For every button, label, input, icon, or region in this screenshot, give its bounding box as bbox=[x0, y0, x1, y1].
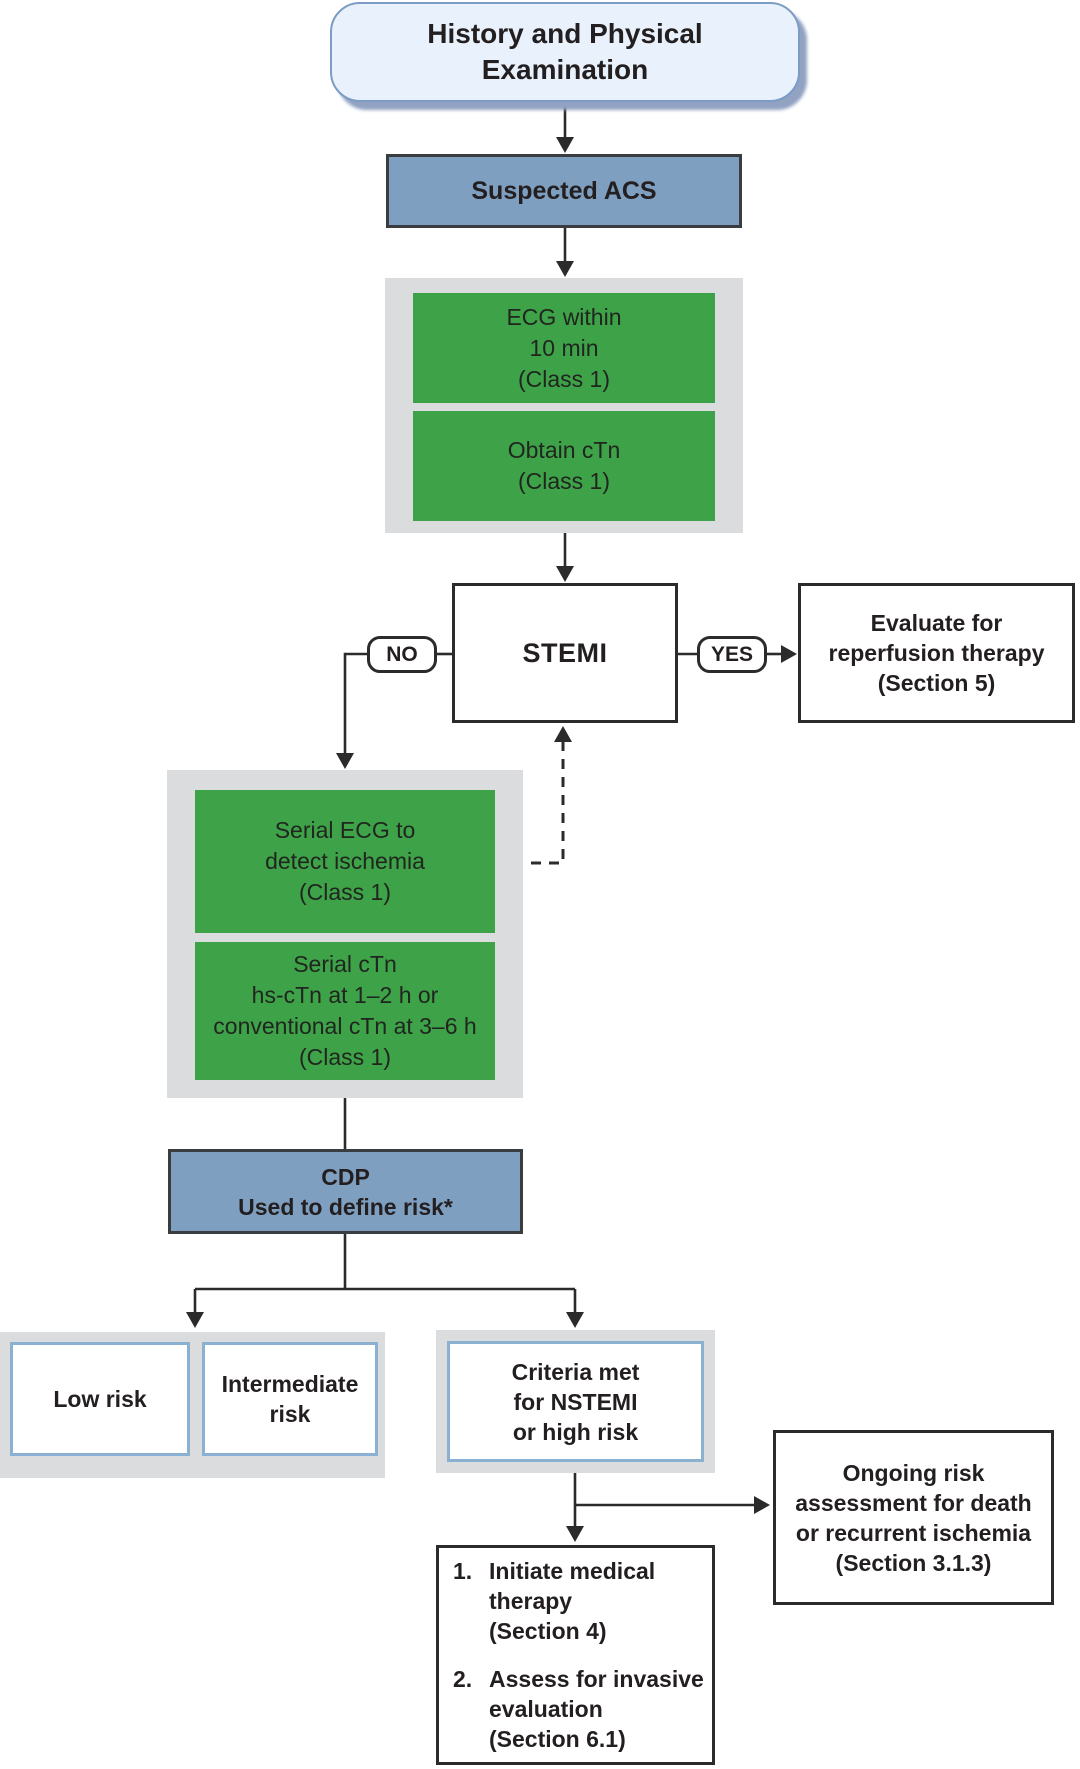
criteria-box: Criteria met for NSTEMI or high risk bbox=[447, 1341, 704, 1462]
yes-branch-head bbox=[781, 645, 797, 663]
serial-ctn-line-2: hs-cTn at 1–2 h or bbox=[251, 982, 439, 1008]
serial-ecg-line-3: (Class 1) bbox=[298, 879, 391, 905]
criteria-line-2: for NSTEMI bbox=[513, 1388, 638, 1415]
serial-ctn-box: Serial cTn hs-cTn at 1–2 h or convention… bbox=[195, 942, 495, 1080]
history-line-1: History and Physical bbox=[427, 18, 703, 49]
initiate-item-1-text: Initiate medical therapy (Section 4) bbox=[489, 1556, 655, 1646]
initiate-item-2-line-2: evaluation bbox=[489, 1696, 603, 1722]
ongoing-line-3: or recurrent ischemia bbox=[795, 1519, 1032, 1546]
criteria-to-initiate-head bbox=[566, 1526, 584, 1542]
intermediate-risk-line-1: Intermediate bbox=[221, 1371, 359, 1397]
no-branch-head bbox=[336, 753, 354, 769]
yes-label-pill: YES bbox=[697, 636, 767, 673]
ecg-box: ECG within 10 min (Class 1) bbox=[413, 293, 715, 403]
history-line-2: Examination bbox=[481, 54, 649, 85]
initiate-item-1-line-2: therapy bbox=[489, 1588, 573, 1614]
ecg-line-3: (Class 1) bbox=[517, 365, 610, 392]
criteria-line-3: or high risk bbox=[512, 1418, 639, 1445]
serial-ctn-line-1: Serial cTn bbox=[293, 951, 397, 977]
initiate-therapy-box: 1. Initiate medical therapy (Section 4) … bbox=[436, 1545, 715, 1765]
history-box: History and Physical Examination bbox=[330, 2, 800, 102]
dashed-feedback-head bbox=[554, 726, 572, 742]
stemi-label: STEMI bbox=[522, 637, 608, 668]
low-risk-box: Low risk bbox=[10, 1342, 190, 1456]
no-label-pill: NO bbox=[367, 636, 437, 673]
initiate-item-2-number: 2. bbox=[453, 1666, 473, 1692]
serial-ctn-line-4: (Class 1) bbox=[298, 1044, 391, 1070]
stemi-box: STEMI bbox=[452, 583, 678, 723]
suspected-acs-box: Suspected ACS bbox=[386, 154, 742, 228]
arrow-ecg-to-stemi-head bbox=[556, 566, 574, 582]
intermediate-risk-line-2: risk bbox=[269, 1401, 311, 1427]
arrow-acs-to-ecg-head bbox=[556, 261, 574, 277]
serial-ecg-box: Serial ECG to detect ischemia (Class 1) bbox=[195, 790, 495, 933]
suspected-acs-label: Suspected ACS bbox=[471, 176, 657, 205]
arrow-history-to-acs-head bbox=[556, 137, 574, 153]
cdp-box: CDP Used to define risk* bbox=[168, 1149, 523, 1234]
serial-ecg-line-1: Serial ECG to bbox=[274, 817, 416, 843]
yes-label: YES bbox=[710, 642, 754, 666]
reperfusion-line-1: Evaluate for bbox=[870, 610, 1003, 636]
ongoing-line-2: assessment for death bbox=[795, 1489, 1032, 1516]
initiate-item-2-line-3: (Section 6.1) bbox=[489, 1726, 626, 1752]
obtain-ctn-box: Obtain cTn (Class 1) bbox=[413, 411, 715, 521]
ongoing-line-1: Ongoing risk bbox=[842, 1459, 985, 1486]
initiate-item-2-text: Assess for invasive evaluation (Section … bbox=[489, 1664, 704, 1754]
cdp-line-1: CDP bbox=[321, 1163, 370, 1190]
cdp-left-drop-head bbox=[186, 1312, 204, 1328]
serial-ctn-line-3: conventional cTn at 3–6 h bbox=[213, 1013, 477, 1039]
initiate-item-1-line-1: Initiate medical bbox=[489, 1558, 656, 1584]
no-branch-line bbox=[343, 652, 367, 756]
low-risk-label: Low risk bbox=[53, 1386, 147, 1412]
intermediate-risk-box: Intermediate risk bbox=[202, 1342, 378, 1456]
reperfusion-line-3: (Section 5) bbox=[877, 670, 996, 696]
initiate-item-2-line-1: Assess for invasive bbox=[489, 1666, 704, 1692]
initiate-item-2: 2. Assess for invasive evaluation (Secti… bbox=[453, 1664, 704, 1754]
ecg-line-2: 10 min bbox=[529, 334, 599, 361]
ongoing-line-4: (Section 3.1.3) bbox=[835, 1549, 992, 1576]
initiate-item-1-number: 1. bbox=[453, 1558, 473, 1584]
criteria-line-1: Criteria met bbox=[511, 1358, 640, 1385]
initiate-item-1: 1. Initiate medical therapy (Section 4) bbox=[453, 1556, 655, 1646]
no-label: NO bbox=[386, 642, 418, 666]
obtain-ctn-line-1: Obtain cTn bbox=[507, 437, 621, 463]
obtain-ctn-line-2: (Class 1) bbox=[517, 468, 610, 494]
to-ongoing-head bbox=[754, 1496, 770, 1514]
reperfusion-line-2: reperfusion therapy bbox=[828, 640, 1045, 666]
ecg-line-1: ECG within bbox=[506, 303, 622, 330]
cdp-line-2: Used to define risk* bbox=[238, 1193, 453, 1220]
serial-ecg-line-2: detect ischemia bbox=[265, 848, 425, 874]
initiate-item-1-line-3: (Section 4) bbox=[489, 1618, 607, 1644]
cdp-right-drop-head bbox=[566, 1312, 584, 1328]
ongoing-risk-box: Ongoing risk assessment for death or rec… bbox=[773, 1430, 1054, 1605]
reperfusion-box: Evaluate for reperfusion therapy (Sectio… bbox=[798, 583, 1075, 723]
